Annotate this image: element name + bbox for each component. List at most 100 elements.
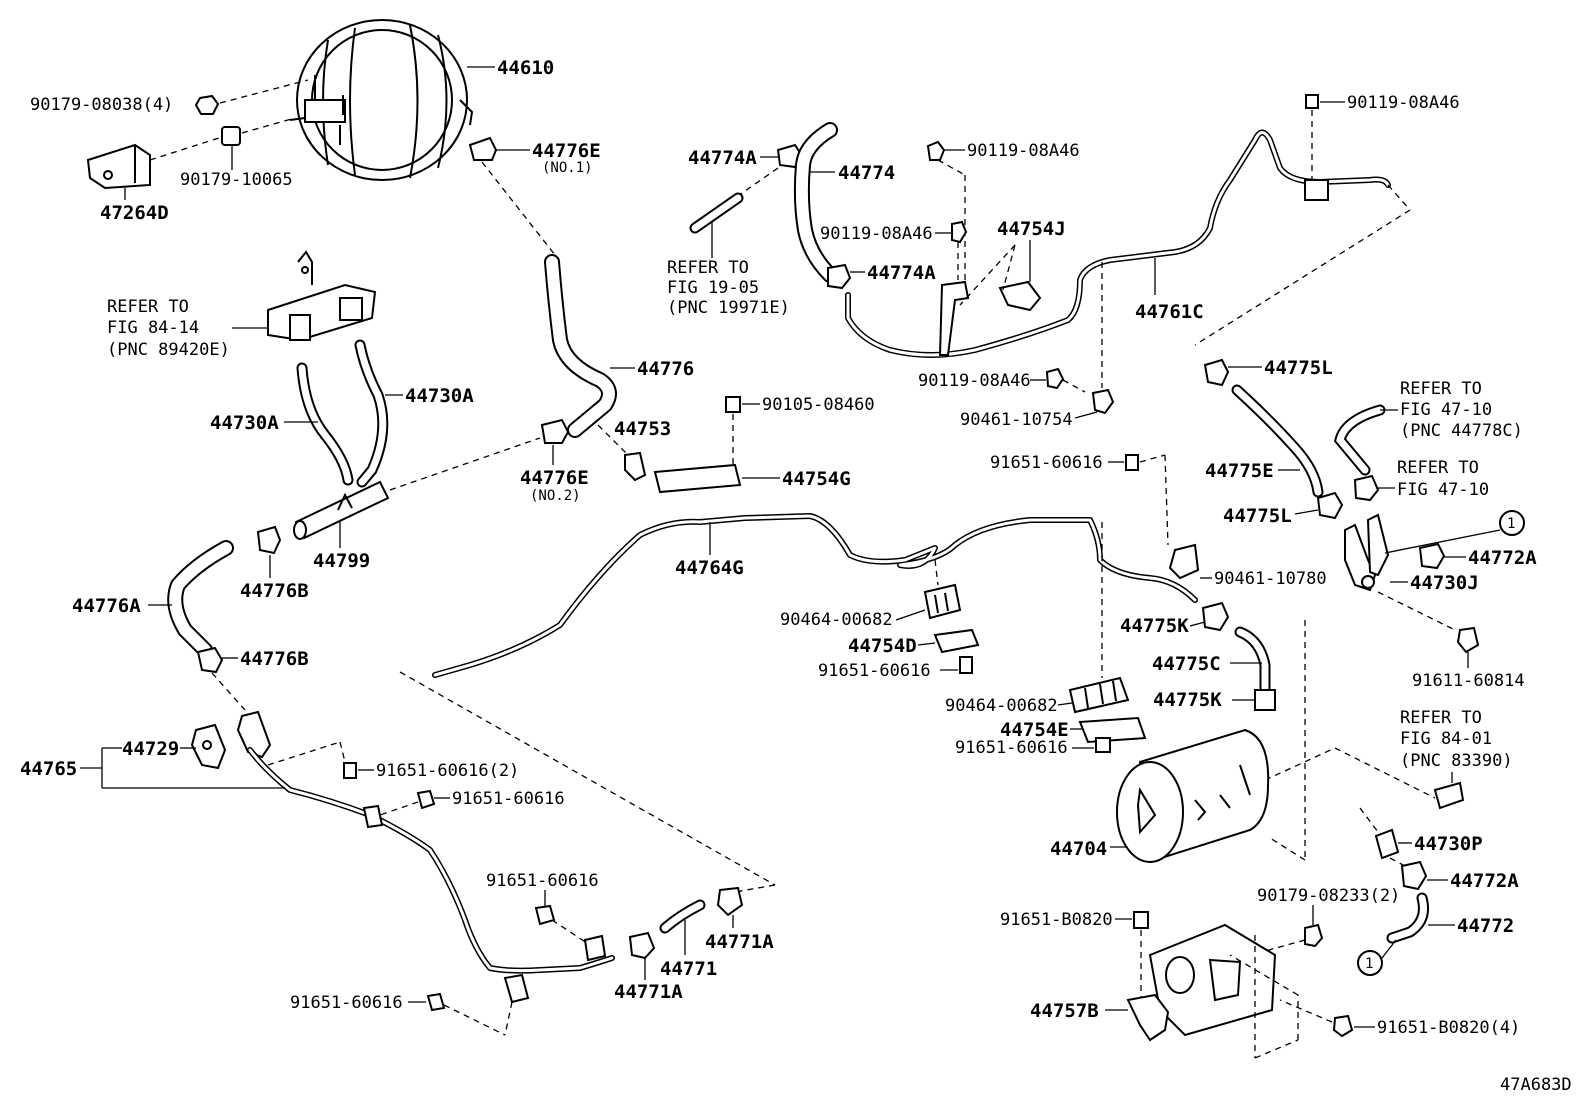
clip-44775L-top (1203, 358, 1230, 387)
label-44771: 44771 (660, 958, 717, 980)
label-44754D: 44754D (848, 635, 917, 657)
label-44729: 44729 (122, 738, 179, 760)
clamp-90464-00682-b (1068, 676, 1130, 714)
clip-44776B-top (256, 525, 282, 555)
pipe-44765 (247, 747, 615, 974)
bracket-44757B (1126, 923, 1277, 1042)
label-91651-b: 91651-60616 (990, 453, 1103, 473)
label-44776E-1: 44776E (532, 140, 601, 162)
bolt-91651-f (534, 904, 556, 926)
bracket-47264D (86, 143, 151, 190)
label-91651-d: 91651-60616(2) (376, 761, 519, 781)
fitting-refer-84-01 (1433, 781, 1465, 810)
label-91651-B0820-4: 91651-B0820(4) (1377, 1018, 1520, 1038)
label-44776B-bot: 44776B (240, 648, 309, 670)
bolt-91651-e (416, 789, 436, 810)
label-no1: (NO.1) (542, 160, 593, 176)
label-90461-10780: 90461-10780 (1214, 569, 1327, 589)
bolt-91651-a (959, 656, 973, 674)
label-no2: (NO.2) (530, 488, 581, 504)
label-44775C: 44775C (1152, 653, 1221, 675)
label-44775K-bot: 44775K (1153, 689, 1222, 711)
refer-fig-19-05-line3: (PNC 19971E) (667, 298, 790, 318)
label-44730A-left: 44730A (210, 412, 279, 434)
vsv-module (267, 250, 377, 342)
label-44776B-top: 44776B (240, 580, 309, 602)
label-90105-08460: 90105-08460 (762, 395, 875, 415)
circle-1-bottom-text: 1 (1365, 956, 1373, 972)
refer-fig-47-10-a-line1: REFER TO (1400, 379, 1482, 399)
bolt-90119-c (1305, 94, 1319, 109)
clip-44776E-no1 (468, 136, 498, 161)
label-90464-00682-a: 90464-00682 (780, 610, 893, 630)
label-90179-08233: 90179-08233(2) (1257, 886, 1400, 906)
bolt-90105-08460 (725, 396, 741, 413)
clip-44772A-bot (1400, 860, 1428, 891)
bolt-91611-60814 (1456, 626, 1480, 654)
bracket-44761C-end (1304, 179, 1329, 201)
nut-90179-08038 (194, 94, 220, 115)
bolt-90119-b (951, 220, 968, 244)
label-90464-00682-b: 90464-00682 (945, 696, 1058, 716)
clip-pipe-44765 (362, 804, 384, 829)
label-44730J: 44730J (1410, 572, 1479, 594)
reference-circle-1-bottom (1357, 950, 1383, 976)
fitting-44730J (1344, 513, 1390, 592)
clip-90461-10754 (1091, 388, 1115, 415)
label-44799: 44799 (313, 550, 370, 572)
clip-44776E-no2 (540, 418, 570, 444)
label-44774A-top: 44774A (688, 147, 757, 169)
bracket-44729 (190, 723, 227, 770)
label-44776A: 44776A (72, 595, 141, 617)
label-44771A-left: 44771A (614, 981, 683, 1003)
bracket-pipe-end (236, 710, 272, 759)
refer-fig-84-01-line2: FIG 84-01 (1400, 729, 1492, 749)
label-44610: 44610 (497, 57, 554, 79)
label-44757B: 44757B (1030, 1000, 1099, 1022)
brake-booster (289, 19, 474, 181)
bolt-91651-b (1125, 454, 1139, 471)
bolt-90119-a (926, 140, 946, 161)
refer-fig-84-14-line2: FIG 84-14 (107, 318, 199, 338)
clip-44772A-top (1418, 542, 1446, 570)
clip-44774A-bot (827, 263, 852, 290)
clip-90461-10780 (1168, 543, 1200, 580)
label-44775L-bot: 44775L (1223, 505, 1292, 527)
label-44754E: 44754E (1000, 719, 1069, 741)
label-90179-08038: 90179-08038(4) (30, 95, 173, 115)
label-44774: 44774 (838, 162, 895, 184)
clip-44771A-right (716, 886, 744, 917)
clip-refer-47-10-b (1353, 474, 1380, 502)
label-90119-a: 90119-08A46 (967, 141, 1080, 161)
bracket-44753 (624, 451, 647, 482)
bolt-91651-c (1095, 737, 1111, 753)
label-44730A-right: 44730A (405, 385, 474, 407)
charcoal-canister-44704 (1116, 728, 1270, 863)
label-91651-a: 91651-60616 (818, 661, 931, 681)
label-44775L-top: 44775L (1264, 357, 1333, 379)
refer-fig-84-14-line1: REFER TO (107, 297, 189, 317)
refer-fig-84-14-line3: (PNC 89420E) (107, 340, 230, 360)
clip-pipe-end (583, 934, 607, 962)
bolt-90119-d (1045, 367, 1065, 390)
label-90119-c: 90119-08A46 (1347, 93, 1460, 113)
label-44776E-2: 44776E (520, 467, 589, 489)
label-91651-e: 91651-60616 (452, 789, 565, 809)
label-91651-c: 91651-60616 (955, 738, 1068, 758)
label-44704: 44704 (1050, 838, 1107, 860)
label-44775K-top: 44775K (1120, 615, 1189, 637)
label-90119-b: 90119-08A46 (820, 224, 933, 244)
reference-circle-1-top (1499, 510, 1525, 536)
fitting-44730P (1374, 828, 1400, 860)
bolt-91651-g (426, 992, 446, 1012)
pipe-44764G (432, 513, 1198, 678)
bolt-91651-B0820-4 (1332, 1014, 1354, 1038)
tube-44799 (293, 480, 390, 540)
label-44772A-bot: 44772A (1450, 870, 1519, 892)
clip-44771A-left (628, 931, 656, 960)
bracket-44754D (933, 628, 980, 654)
label-90461-10754: 90461-10754 (960, 410, 1073, 430)
label-44771A-right: 44771A (705, 931, 774, 953)
